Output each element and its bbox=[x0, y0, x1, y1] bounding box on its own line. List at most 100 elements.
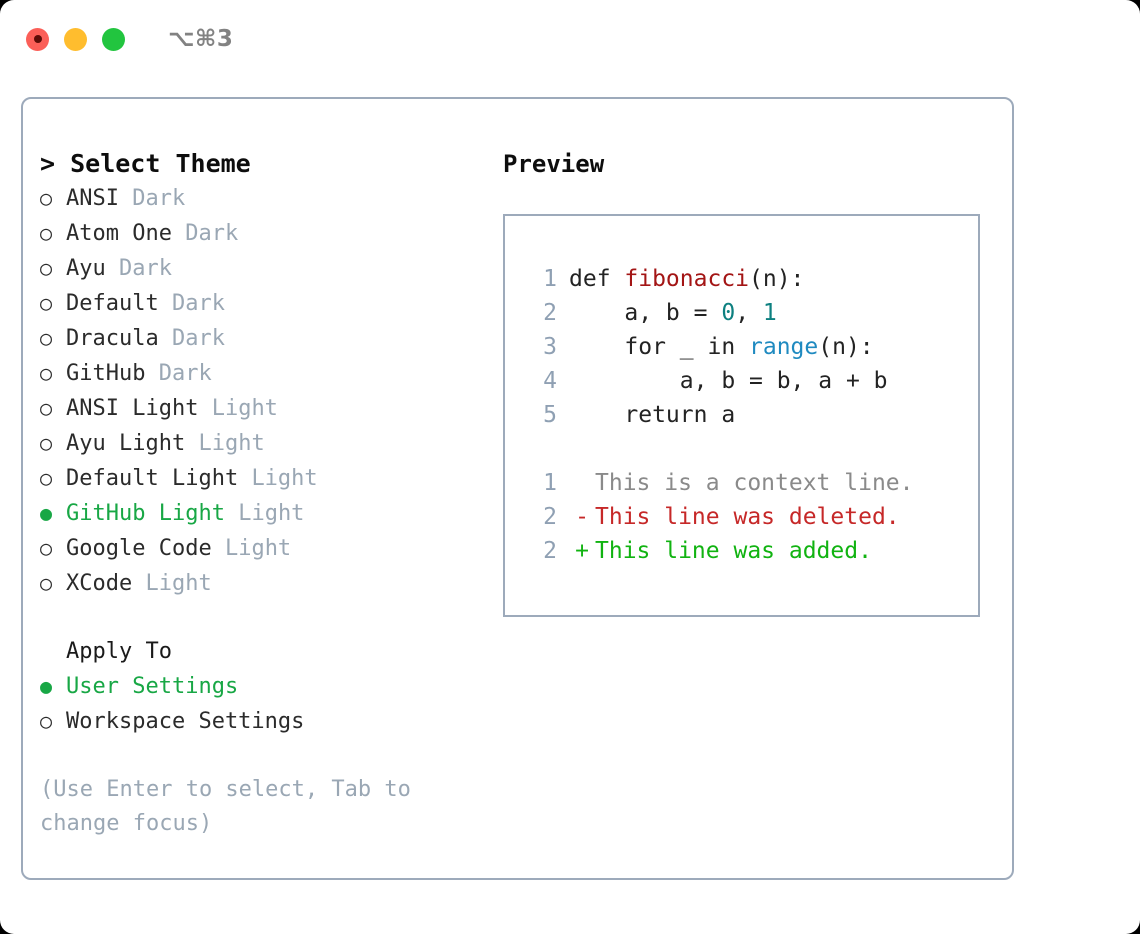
theme-option-list: ○ANSI Dark○Atom One Dark○Ayu Dark○Defaul… bbox=[40, 181, 503, 601]
spacer bbox=[527, 432, 978, 466]
diff-sample: 1 This is a context line. 2-This line was… bbox=[527, 466, 978, 568]
apply-to-option-list: ● User Settings ○ Workspace Settings bbox=[40, 669, 503, 739]
theme-variant-badge: Dark bbox=[171, 291, 225, 316]
spacer bbox=[40, 601, 503, 635]
diff-line-number: 2 bbox=[543, 538, 557, 564]
diff-line-number: 1 bbox=[543, 470, 557, 496]
theme-option-ansi-light[interactable]: ○ ANSI Light Light bbox=[40, 391, 503, 426]
code-token-num: 1 bbox=[762, 300, 777, 326]
close-button-icon[interactable] bbox=[26, 27, 49, 51]
apply-to-option-user-settings[interactable]: ● User Settings bbox=[40, 669, 503, 704]
theme-variant-badge: Light bbox=[198, 431, 265, 456]
radio-unselected-icon: ○ bbox=[40, 291, 53, 315]
theme-variant-badge: Light bbox=[145, 571, 212, 596]
code-token-call: range bbox=[749, 334, 819, 360]
diff-line-del: 2-This line was deleted. bbox=[527, 500, 978, 534]
radio-unselected-icon: ○ bbox=[40, 186, 53, 210]
theme-option-label: Ayu Light bbox=[66, 431, 186, 456]
diff-marker bbox=[569, 466, 595, 500]
theme-variant-badge: Dark bbox=[185, 221, 239, 246]
radio-unselected-icon: ○ bbox=[40, 256, 53, 280]
traffic-light-buttons bbox=[26, 27, 125, 51]
theme-option-default[interactable]: ○ Default Dark bbox=[40, 286, 503, 321]
theme-variant-badge: Light bbox=[238, 501, 305, 526]
radio-unselected-icon: ○ bbox=[40, 709, 53, 733]
radio-selected-icon: ● bbox=[40, 674, 53, 698]
diff-marker: - bbox=[575, 504, 589, 530]
apply-to-option-label: Workspace Settings bbox=[66, 709, 305, 734]
code-token-num: 0 bbox=[721, 300, 736, 326]
theme-option-ayu-light[interactable]: ○ Ayu Light Light bbox=[40, 426, 503, 461]
theme-variant-badge: Dark bbox=[171, 326, 225, 351]
theme-variant-badge: Dark bbox=[132, 186, 186, 211]
theme-option-label: Dracula bbox=[66, 326, 159, 351]
code-line-number: 2 bbox=[543, 300, 557, 326]
diff-line-text: This line was added. bbox=[595, 538, 872, 564]
diff-line-text: This is a context line. bbox=[595, 470, 914, 496]
code-line: 1 def fibonacci(n): bbox=[527, 262, 978, 296]
code-token-plain: return a bbox=[569, 402, 736, 428]
theme-option-label: Google Code bbox=[66, 536, 212, 561]
apply-to-option-workspace-settings[interactable]: ○ Workspace Settings bbox=[40, 704, 503, 739]
theme-option-ansi[interactable]: ○ANSI Dark bbox=[40, 181, 503, 216]
apply-to-header: Apply To bbox=[66, 639, 172, 664]
diff-marker: + bbox=[575, 538, 589, 564]
radio-unselected-icon: ○ bbox=[40, 431, 53, 455]
diff-line-text: This line was deleted. bbox=[595, 504, 900, 530]
main-panel: > Select Theme ○ANSI Dark○Atom One Dark○… bbox=[21, 97, 1014, 880]
preview-title: Preview bbox=[503, 150, 605, 178]
theme-option-label: GitHub Light bbox=[66, 501, 225, 526]
code-line: 2 a, b = 0, 1 bbox=[527, 296, 978, 330]
radio-selected-icon: ● bbox=[40, 501, 53, 525]
theme-option-label: Default Light bbox=[66, 466, 239, 491]
diff-line-add: 2 +This line was added. bbox=[527, 534, 978, 568]
select-theme-header: > Select Theme bbox=[40, 149, 251, 178]
code-line: 4 a, b = b, a + b bbox=[527, 364, 978, 398]
radio-unselected-icon: ○ bbox=[40, 326, 53, 350]
code-line: 5 return a bbox=[527, 398, 978, 432]
keyboard-shortcut-label: ⌥⌘3 bbox=[168, 26, 234, 52]
code-token-plain: (n): bbox=[749, 266, 805, 292]
code-line: 3 for _ in range(n): bbox=[527, 330, 978, 364]
theme-option-label: Default bbox=[66, 291, 159, 316]
diff-line-number: 2 bbox=[543, 504, 557, 530]
radio-unselected-icon: ○ bbox=[40, 361, 53, 385]
radio-unselected-icon: ○ bbox=[40, 536, 53, 560]
radio-unselected-icon: ○ bbox=[40, 571, 53, 595]
theme-option-dracula[interactable]: ○ Dracula Dark bbox=[40, 321, 503, 356]
theme-variant-badge: Dark bbox=[158, 361, 212, 386]
radio-unselected-icon: ○ bbox=[40, 221, 53, 245]
theme-option-google-code[interactable]: ○ Google Code Light bbox=[40, 531, 503, 566]
apply-to-option-label: User Settings bbox=[66, 674, 239, 699]
theme-option-label: Ayu bbox=[66, 256, 106, 281]
code-line-number: 3 bbox=[543, 334, 557, 360]
theme-option-label: ANSI Light bbox=[66, 396, 199, 421]
theme-option-label: XCode bbox=[66, 571, 133, 596]
theme-option-github-light[interactable]: ● GitHub Light Light bbox=[40, 496, 503, 531]
theme-option-github[interactable]: ○GitHub Dark bbox=[40, 356, 503, 391]
minimize-button-icon[interactable] bbox=[64, 27, 87, 51]
code-token-plain: def bbox=[569, 266, 625, 292]
theme-variant-badge: Light bbox=[224, 536, 292, 561]
theme-option-atom-one[interactable]: ○Atom One Dark bbox=[40, 216, 503, 251]
code-token-plain: a, b = b, a + b bbox=[569, 368, 888, 394]
radio-unselected-icon: ○ bbox=[40, 466, 53, 490]
theme-variant-badge: Light bbox=[211, 396, 278, 421]
code-token-func: fibonacci bbox=[624, 266, 750, 292]
code-line-number: 4 bbox=[543, 368, 557, 394]
radio-unselected-icon: ○ bbox=[40, 396, 53, 420]
window-titlebar: ⌥⌘3 bbox=[0, 0, 1140, 78]
code-line-number: 1 bbox=[543, 266, 557, 292]
theme-option-ayu[interactable]: ○Ayu Dark bbox=[40, 251, 503, 286]
theme-option-xcode[interactable]: ○ XCode Light bbox=[40, 566, 503, 601]
maximize-button-icon[interactable] bbox=[102, 27, 125, 51]
code-token-plain: a, b = bbox=[569, 300, 722, 326]
theme-option-default-light[interactable]: ○Default Light Light bbox=[40, 461, 503, 496]
theme-selection-column: > Select Theme ○ANSI Dark○Atom One Dark○… bbox=[23, 99, 503, 878]
code-token-plain: , bbox=[735, 300, 763, 326]
code-line-number: 5 bbox=[543, 402, 557, 428]
